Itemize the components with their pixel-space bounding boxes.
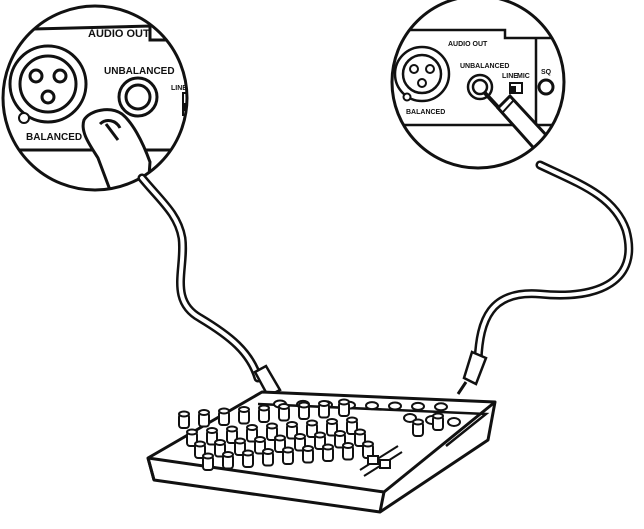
mixer-knobs	[178, 398, 444, 471]
mixer-knob	[258, 404, 270, 423]
right-unbalanced-label: UNBALANCED	[460, 63, 509, 70]
right-sq-label: SQ	[541, 69, 552, 76]
mixer-knob	[222, 451, 234, 470]
mixer-knob	[234, 437, 246, 456]
mixer-knob	[262, 448, 274, 467]
right-callout-circle	[390, 0, 566, 170]
left-cable	[137, 173, 282, 398]
right-xlr-connector-icon	[393, 45, 451, 103]
left-unbalanced-jack-icon	[117, 76, 159, 118]
left-audio-out-label: AUDIO OUT	[88, 28, 150, 40]
right-line-mic-switch-knob	[510, 86, 516, 92]
mixer-knob	[302, 445, 314, 464]
left-xlr-plug-icon	[81, 108, 152, 190]
mixer-knob	[306, 419, 318, 438]
right-balanced-label: BALANCED	[406, 109, 445, 116]
right-cable	[456, 160, 634, 395]
right-callout: AUDIO OUT UNBALANCED BALANCED LINE MIC S…	[390, 0, 566, 170]
left-xlr-connector-icon	[8, 44, 88, 124]
mixer-knob	[298, 401, 310, 420]
left-line-label: LINE	[171, 85, 187, 92]
mixer-knob	[322, 443, 334, 462]
mixer-knob	[202, 452, 214, 471]
mixer-knob	[354, 428, 366, 447]
mixer-knob	[278, 403, 290, 422]
right-line-label: LINE	[502, 73, 518, 80]
mixer-jack	[365, 401, 379, 411]
mixer-knob	[432, 412, 444, 431]
mixer-knob	[282, 446, 294, 465]
left-xlr-plug-end-icon	[253, 364, 282, 398]
mixer-jack	[447, 417, 461, 427]
mixer-knob	[318, 400, 330, 419]
left-callout: AUDIO OUT UNBALANCED BALANCED LINE	[1, 4, 189, 192]
mixer-knob	[338, 398, 350, 417]
mixer-knob	[342, 442, 354, 461]
mixer-knob	[238, 406, 250, 425]
mixer-knob	[218, 407, 230, 426]
mixer-jack	[434, 402, 448, 412]
mixer-jack	[411, 401, 425, 411]
mixer-faders	[359, 445, 403, 477]
left-unbalanced-label: UNBALANCED	[104, 66, 175, 77]
mixer-icon	[146, 390, 497, 514]
mixer-knob	[242, 449, 254, 468]
left-line-switch-knob	[183, 103, 187, 111]
left-callout-circle	[1, 4, 189, 192]
right-quarter-inch-plug-end-icon	[462, 350, 488, 386]
mixer-knob	[412, 418, 424, 437]
left-balanced-label: BALANCED	[26, 132, 82, 143]
mixer-knob	[178, 410, 190, 429]
right-sq-knob-icon	[537, 78, 555, 96]
right-mic-label: MIC	[517, 73, 530, 80]
mixer-knob	[198, 409, 210, 428]
right-audio-out-label: AUDIO OUT	[448, 41, 488, 48]
mixer-jack	[388, 401, 402, 411]
right-plug-tip	[456, 381, 468, 395]
mixer-knob	[314, 431, 326, 450]
